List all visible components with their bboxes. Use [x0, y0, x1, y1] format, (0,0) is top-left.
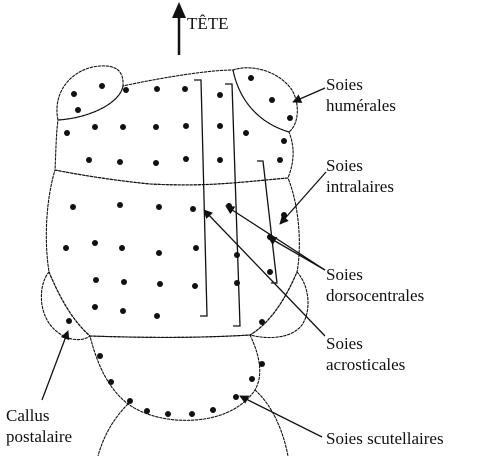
- postalar-callus-label: Callus postalaire: [6, 405, 72, 447]
- right-postalar-callus: [250, 272, 308, 338]
- acrostical-bracket: [194, 80, 207, 316]
- intraalar-setae-label: Soies intralaires: [326, 155, 394, 197]
- acrostical-label-line1: Soies: [326, 333, 405, 354]
- humeral-setae-label: Soies humérales: [326, 74, 396, 116]
- callus-pointer: [42, 331, 68, 400]
- dorsocentral-label-line1: Soies: [326, 264, 424, 285]
- prescutum-outline: [55, 70, 293, 185]
- setae-brackets: [194, 80, 277, 326]
- dorsocentral-pointer-2: [268, 237, 325, 270]
- humeral-label-line1: Soies: [326, 74, 396, 95]
- head-label: TÊTE: [187, 13, 229, 34]
- intraalar-pointer: [280, 172, 326, 224]
- left-rear-line: [98, 404, 128, 456]
- thorax-outline: [41, 66, 308, 456]
- humeral-label-line2: humérales: [326, 95, 396, 116]
- dorsocentral-label-line2: dorsocentrales: [326, 285, 424, 306]
- scutellar-setae-label: Soies scutellaires: [326, 428, 444, 449]
- right-humeral-lobe: [233, 68, 297, 132]
- callus-label-line1: Callus: [6, 405, 72, 426]
- intraalar-label-line2: intralaires: [326, 176, 394, 197]
- left-humeral-lobe: [57, 66, 123, 120]
- acrostical-label-line2: acrosticales: [326, 354, 405, 375]
- humeral-pointer: [293, 88, 325, 102]
- head-direction-arrow: [172, 2, 186, 55]
- scutellum-outline: [90, 335, 260, 420]
- dorsocentral-setae-label: Soies dorsocentrales: [326, 264, 424, 306]
- left-postalar-callus: [41, 272, 90, 340]
- setae-dots: [63, 75, 293, 417]
- dorsocentral-pointer-1: [226, 206, 325, 270]
- scutum-outline: [46, 170, 299, 337]
- intraalar-label-line1: Soies: [326, 155, 394, 176]
- callus-label-line2: postalaire: [6, 426, 72, 447]
- acrostical-setae-label: Soies acrosticales: [326, 333, 405, 375]
- acrostical-pointer: [204, 210, 325, 336]
- right-rear-line: [255, 390, 288, 456]
